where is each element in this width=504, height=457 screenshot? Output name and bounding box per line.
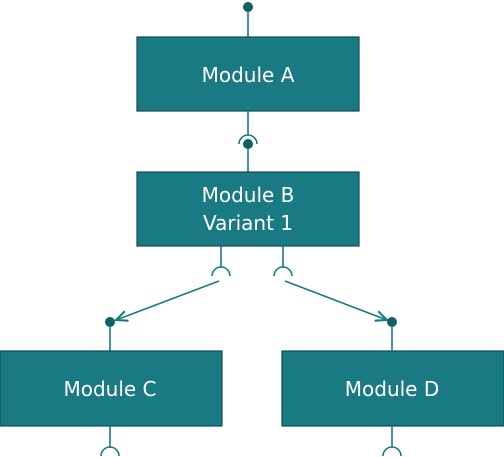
module-a[interactable]: Module A bbox=[136, 36, 360, 112]
module-b-title: Module B bbox=[202, 183, 295, 207]
module-c-input-port bbox=[105, 317, 115, 351]
module-a-to-b-connector bbox=[238, 111, 258, 172]
arrow-b-to-c bbox=[116, 280, 220, 320]
module-b-right-socket bbox=[273, 246, 293, 277]
module-a-input-port bbox=[243, 2, 253, 37]
module-d-output-socket bbox=[382, 426, 402, 457]
module-c[interactable]: Module C bbox=[0, 350, 223, 427]
arrow-b-to-d bbox=[284, 280, 387, 320]
module-c-label: Module C bbox=[63, 377, 156, 401]
module-b-variant-1[interactable]: Module B Variant 1 bbox=[136, 171, 360, 247]
module-d-label: Module D bbox=[345, 377, 439, 401]
module-d[interactable]: Module D bbox=[281, 350, 504, 427]
module-a-label: Module A bbox=[202, 63, 295, 87]
module-b-variant: Variant 1 bbox=[203, 211, 293, 235]
module-b-left-socket bbox=[211, 246, 231, 277]
module-c-output-socket bbox=[100, 426, 120, 457]
module-d-input-port bbox=[387, 317, 397, 351]
